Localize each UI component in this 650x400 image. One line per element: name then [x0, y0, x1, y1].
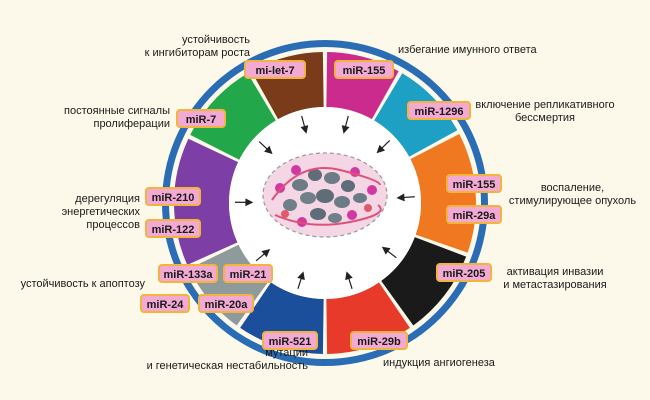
arrowhead-seg-purple — [245, 198, 254, 207]
mirna-badge-mir21: miR-21 — [223, 264, 273, 283]
mirna-badge-let7: mi-let-7 — [244, 60, 306, 79]
label-angiogenesis: индукция ангиогенеза — [383, 357, 495, 369]
label-inflammation: воспаление, стимулирующее опухоль — [508, 182, 637, 207]
label-growth-suppressors: устойчивость к ингибиторам роста — [144, 34, 250, 59]
mirna-badge-mir155-top: miR-155 — [334, 60, 394, 79]
label-energetics: дерегуляция энергетических процессов — [61, 193, 140, 231]
seg-black — [381, 237, 467, 326]
arrowhead-seg-black — [381, 246, 391, 255]
mirna-badge-mir210: miR-210 — [145, 187, 201, 206]
mirna-badge-mir1296: miR-1296 — [407, 101, 471, 120]
label-proliferative-signaling: постоянные сигналы пролиферации — [64, 105, 170, 130]
arrowhead-seg-blue — [297, 271, 305, 281]
label-mutations: мутации и генетическая нестабильность — [146, 347, 308, 372]
arrowhead-seg-gray — [261, 249, 271, 258]
mirna-badge-mir29b: miR-29b — [350, 331, 408, 350]
mirna-badge-mir155-right: miR-155 — [446, 174, 502, 193]
arrowhead-seg-magenta — [341, 125, 350, 134]
mirna-badge-mir205: miR-205 — [436, 263, 492, 282]
mirna-badge-mir122: miR-122 — [145, 219, 201, 238]
arrowhead-seg-teal — [376, 144, 386, 154]
arrowhead-seg-brown — [300, 125, 309, 134]
mirna-badge-mir24: miR-24 — [140, 294, 190, 313]
seg-green — [190, 73, 276, 160]
arrowhead-seg-green — [264, 145, 273, 155]
mirna-badge-mir521: miR-521 — [262, 331, 318, 350]
arrowhead-seg-orange — [396, 193, 405, 202]
label-replicative-immortality: включение репликативного бессмертия — [475, 99, 615, 124]
label-invasion: активация инвазии и метастазирования — [503, 266, 607, 291]
mirna-badge-mir7: miR-7 — [176, 109, 226, 128]
arrowhead-seg-red — [345, 271, 353, 281]
tumor-cells-illustration — [262, 152, 388, 238]
mirna-badge-mir20a: miR-20a — [198, 294, 254, 313]
mirna-badge-mir29a: miR-29a — [446, 205, 502, 224]
label-immune-evasion: избегание имунного ответа — [398, 44, 537, 56]
mirna-badge-mir133a: miR-133a — [158, 264, 218, 283]
label-apoptosis: устойчивость к апоптозу — [20, 278, 145, 290]
